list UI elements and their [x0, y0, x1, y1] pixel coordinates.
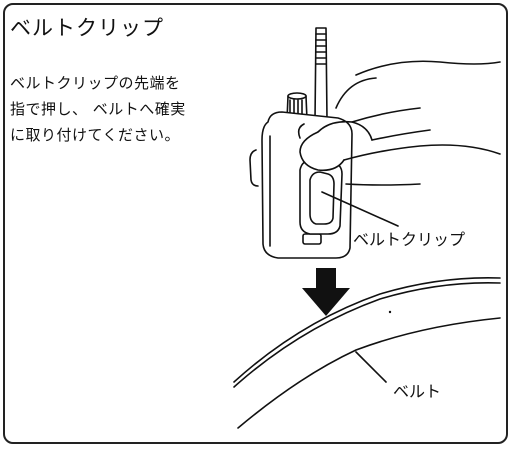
belt-pointer — [355, 351, 387, 383]
instruction-line-1: ベルトクリップの先端を — [10, 74, 181, 92]
belt-clip-label: ベルトクリップ — [353, 230, 466, 249]
belt-clip — [299, 159, 343, 235]
belt-clip-pointer — [321, 191, 399, 227]
belt — [233, 277, 501, 429]
section-title: ベルトクリップ — [10, 16, 164, 40]
instruction-text: ベルトクリップの先端を 指で押し、 ベルトへ確実 に取り付けてください。 — [10, 70, 186, 148]
instruction-line-3: に取り付けてください。 — [10, 126, 181, 144]
instruction-line-2: 指で押し、 ベルトへ確実 — [10, 100, 186, 118]
hand — [297, 60, 501, 186]
down-arrow-icon — [302, 268, 350, 316]
belt-label: ベルト — [393, 382, 442, 401]
dot-mark — [388, 310, 392, 314]
instruction-panel — [3, 3, 508, 444]
